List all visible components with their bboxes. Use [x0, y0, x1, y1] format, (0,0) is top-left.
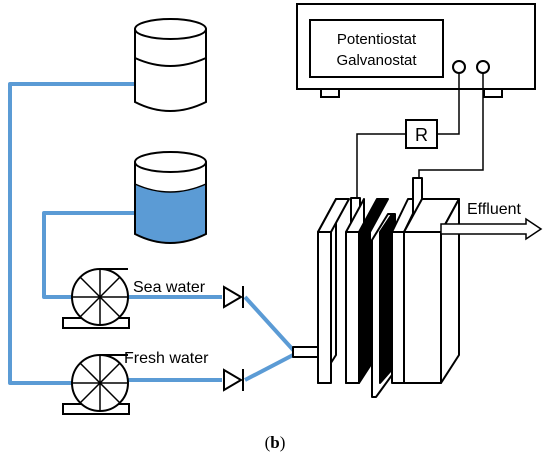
pipe-network	[8, 82, 297, 385]
pump-spokes	[72, 269, 128, 325]
fresh-water-feed-pipe	[8, 82, 135, 385]
wiring	[356, 73, 484, 202]
reservoir-body	[134, 29, 207, 112]
sea-water-label: Sea water	[133, 279, 206, 296]
fresh-water-pump	[62, 354, 130, 415]
sea-water-feed-pipe	[42, 211, 135, 299]
terminal-knob-left	[452, 60, 466, 74]
instrument-foot-left	[320, 88, 340, 98]
instrument-label-line1: Potentiostat	[337, 31, 417, 48]
end-plate-left-top	[317, 198, 350, 233]
sea-water-pump	[62, 268, 130, 329]
reservoir-water-level	[134, 57, 207, 67]
reservoir-rim	[134, 18, 207, 40]
potentiostat-galvanostat: Potentiostat Galvanostat	[296, 3, 536, 98]
effluent-arrow	[440, 217, 543, 241]
fresh-water-merge-pipe	[244, 352, 296, 382]
instrument-label-line2: Galvanostat	[336, 52, 417, 69]
end-plate-left-face	[317, 231, 332, 384]
wire-left-terminal	[437, 73, 460, 135]
figure-caption: (b)	[265, 433, 286, 452]
tank-water-surface	[134, 183, 207, 193]
terminal-knob-right	[476, 60, 490, 74]
wire-resistor-to-electrode	[356, 133, 406, 202]
fresh-water-check-valve	[223, 368, 244, 392]
wire-right-terminal	[418, 73, 484, 178]
fresh-water-label: Fresh water	[124, 350, 209, 367]
effluent-label: Effluent	[467, 201, 522, 218]
resistor-label: R	[415, 125, 428, 145]
spacer-plate-right-face	[391, 231, 405, 384]
sea-water-check-valve	[223, 285, 244, 309]
end-plate-right-face	[403, 231, 442, 384]
instrument-foot-right	[483, 88, 503, 98]
resistor	[405, 119, 438, 149]
spacer-plate-face	[345, 231, 360, 384]
membrane-dark	[358, 198, 389, 384]
tank-rim	[134, 151, 207, 173]
tank-water	[135, 184, 206, 243]
sea-water-merge-pipe	[243, 295, 297, 354]
tank-body	[134, 162, 207, 244]
fresh-water-reservoir	[134, 18, 207, 112]
sea-water-tank	[134, 151, 207, 244]
cell-inlet-nozzle	[292, 346, 320, 358]
instrument-display	[309, 19, 444, 78]
electrochemical-cell	[292, 177, 460, 398]
pump-spokes	[72, 355, 128, 411]
